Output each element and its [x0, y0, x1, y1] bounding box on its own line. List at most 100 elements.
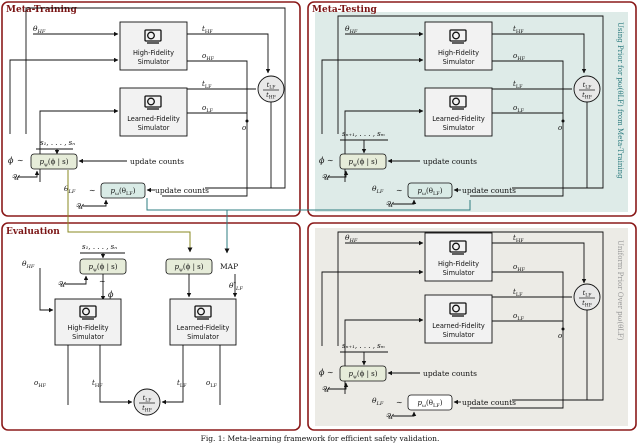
svg-text:Simulator: Simulator — [443, 269, 475, 277]
svg-text:𝒰: 𝒰 — [386, 412, 395, 421]
svg-text:tHF: tHF — [582, 91, 592, 101]
svg-text:ϕ: ϕ — [108, 290, 114, 299]
svg-text:tLF: tLF — [583, 289, 592, 299]
svg-text:Simulator: Simulator — [443, 124, 475, 132]
svg-text:tLF: tLF — [267, 81, 276, 91]
svg-text:𝒰: 𝒰 — [76, 202, 85, 211]
svg-text:𝒰: 𝒰 — [12, 173, 21, 182]
update-counts-label-1: update counts — [130, 157, 184, 166]
svg-text:tHF: tHF — [142, 404, 152, 414]
svg-text:tLF: tLF — [513, 288, 523, 298]
svg-text:oHF: oHF — [513, 52, 526, 62]
uniform-prior-side-label: Uniform Prior Over pω(θLF) — [616, 240, 624, 341]
svg-text:θLF: θLF — [372, 184, 384, 195]
svg-text:oHF: oHF — [513, 263, 526, 273]
svg-text:θ*LF: θ*LF — [229, 281, 243, 292]
teal-connector — [146, 198, 471, 211]
svg-text:update counts: update counts — [423, 369, 477, 378]
svg-text:θHF: θHF — [345, 233, 358, 244]
svg-text:oHF: oHF — [202, 52, 215, 62]
svg-text:𝒰: 𝒰 — [322, 385, 331, 394]
svg-text:High-Fidelity: High-Fidelity — [438, 260, 479, 268]
uniform-prior-diagram: θHF High-Fidelity Simulator tHF oHF Lear… — [319, 231, 624, 421]
svg-text:∼: ∼ — [396, 186, 403, 195]
svg-text:High-Fidelity: High-Fidelity — [67, 324, 108, 332]
svg-text:Simulator: Simulator — [187, 333, 219, 341]
svg-text:tHF: tHF — [513, 234, 524, 244]
svg-text:oLF: oLF — [513, 312, 525, 322]
map-label: MAP — [220, 262, 238, 271]
svg-text:Learned-Fidelity: Learned-Fidelity — [432, 322, 485, 330]
svg-text:tLF: tLF — [583, 81, 592, 91]
prior-phi-block — [30, 153, 78, 170]
evaluation-frame — [1, 222, 301, 431]
theta-hf-label: θHF — [33, 24, 46, 35]
meta-training-title: Meta-Training — [6, 5, 77, 15]
svg-text:o: o — [558, 332, 562, 340]
high-fidelity-simulator-block: High-Fidelity Simulator — [119, 21, 188, 71]
svg-text:tHF: tHF — [92, 379, 103, 389]
svg-text:∼: ∼ — [89, 186, 96, 195]
svg-text:Simulator: Simulator — [72, 333, 104, 341]
svg-text:tHF: tHF — [582, 299, 592, 309]
svg-text:ϕ: ϕ — [319, 156, 325, 165]
svg-text:Simulator: Simulator — [443, 58, 475, 66]
state-sequence-eval: s₁, . . . , sₙ — [82, 243, 117, 251]
svg-text:o: o — [558, 124, 562, 132]
svg-text:θHF: θHF — [22, 259, 35, 270]
meta-testing-title: Meta-Testing — [312, 5, 378, 15]
svg-text:oLF: oLF — [202, 104, 214, 114]
svg-text:tLF: tLF — [202, 80, 212, 90]
prior-omega-block — [100, 182, 146, 199]
svg-text:High-Fidelity: High-Fidelity — [438, 49, 479, 57]
hf-sim-sublabel: Simulator — [138, 58, 170, 66]
olive-connector — [67, 170, 193, 253]
svg-text:𝒰: 𝒰 — [322, 173, 331, 182]
svg-text:pψ(ϕ | s): pψ(ϕ | s) — [174, 263, 203, 273]
meta-training-diagram: θHF High-Fidelity Simulator tHF oHF Lear… — [8, 7, 286, 211]
svg-text:tLF: tLF — [177, 379, 187, 389]
svg-text:update counts: update counts — [462, 186, 516, 195]
svg-text:oLF: oLF — [206, 379, 218, 389]
update-counts-label-2: update counts — [155, 186, 209, 195]
svg-text:oHF: oHF — [34, 379, 47, 389]
ratio-node-training: tLF tHF — [257, 75, 285, 103]
svg-text:oLF: oLF — [513, 104, 525, 114]
svg-text:tHF: tHF — [202, 25, 213, 35]
svg-text:tHF: tHF — [513, 25, 524, 35]
svg-text:∼: ∼ — [99, 277, 106, 286]
evaluation-title: Evaluation — [6, 227, 60, 237]
svg-text:Learned-Fidelity: Learned-Fidelity — [432, 115, 485, 123]
figure-caption: Fig. 1: Meta-learning framework for effi… — [201, 434, 440, 443]
svg-text:sₙ₊₁, . . . , sₘ: sₙ₊₁, . . . , sₘ — [342, 342, 385, 350]
svg-text:update counts: update counts — [423, 157, 477, 166]
svg-text:pψ(ϕ | s): pψ(ϕ | s) — [88, 263, 117, 273]
state-sequence: s₁, . . . , sₙ — [40, 139, 75, 147]
meta-testing-diagram: θHF High-Fidelity Simulator tHF oHF Lear… — [319, 15, 624, 209]
svg-text:∼: ∼ — [396, 398, 403, 407]
evaluation-diagram: s₁, . . . , sₙ pψ(ϕ | s) 𝒰 ∼ ϕ θHF High-… — [22, 243, 243, 416]
svg-text:pψ(ϕ | s): pψ(ϕ | s) — [348, 158, 377, 168]
svg-text:𝒰: 𝒰 — [386, 200, 395, 209]
svg-text:θLF: θLF — [64, 184, 76, 195]
hf-sim-label: High-Fidelity — [133, 49, 174, 57]
svg-text:θLF: θLF — [372, 396, 384, 407]
svg-text:∼: ∼ — [17, 156, 24, 165]
svg-text:tHF: tHF — [266, 91, 276, 101]
svg-text:Simulator: Simulator — [443, 331, 475, 339]
lf-sim-sublabel: Simulator — [138, 124, 170, 132]
svg-text:∼: ∼ — [327, 368, 334, 377]
svg-text:ϕ: ϕ — [8, 156, 14, 165]
svg-text:o: o — [242, 124, 246, 132]
state-sequence-test: sₙ₊₁, . . . , sₘ — [342, 130, 385, 138]
svg-text:update counts: update counts — [462, 398, 516, 407]
svg-text:ϕ: ϕ — [319, 368, 325, 377]
using-prior-side-label: Using Prior for pω(θLF) from Meta-Traini… — [616, 22, 624, 179]
lf-sim-label: Learned-Fidelity — [127, 115, 180, 123]
svg-text:pω(θLF): pω(θLF) — [110, 187, 135, 197]
svg-text:θHF: θHF — [345, 24, 358, 35]
svg-text:tLF: tLF — [513, 80, 523, 90]
svg-text:Learned-Fidelity: Learned-Fidelity — [177, 324, 230, 332]
svg-text:𝒰: 𝒰 — [58, 280, 67, 289]
